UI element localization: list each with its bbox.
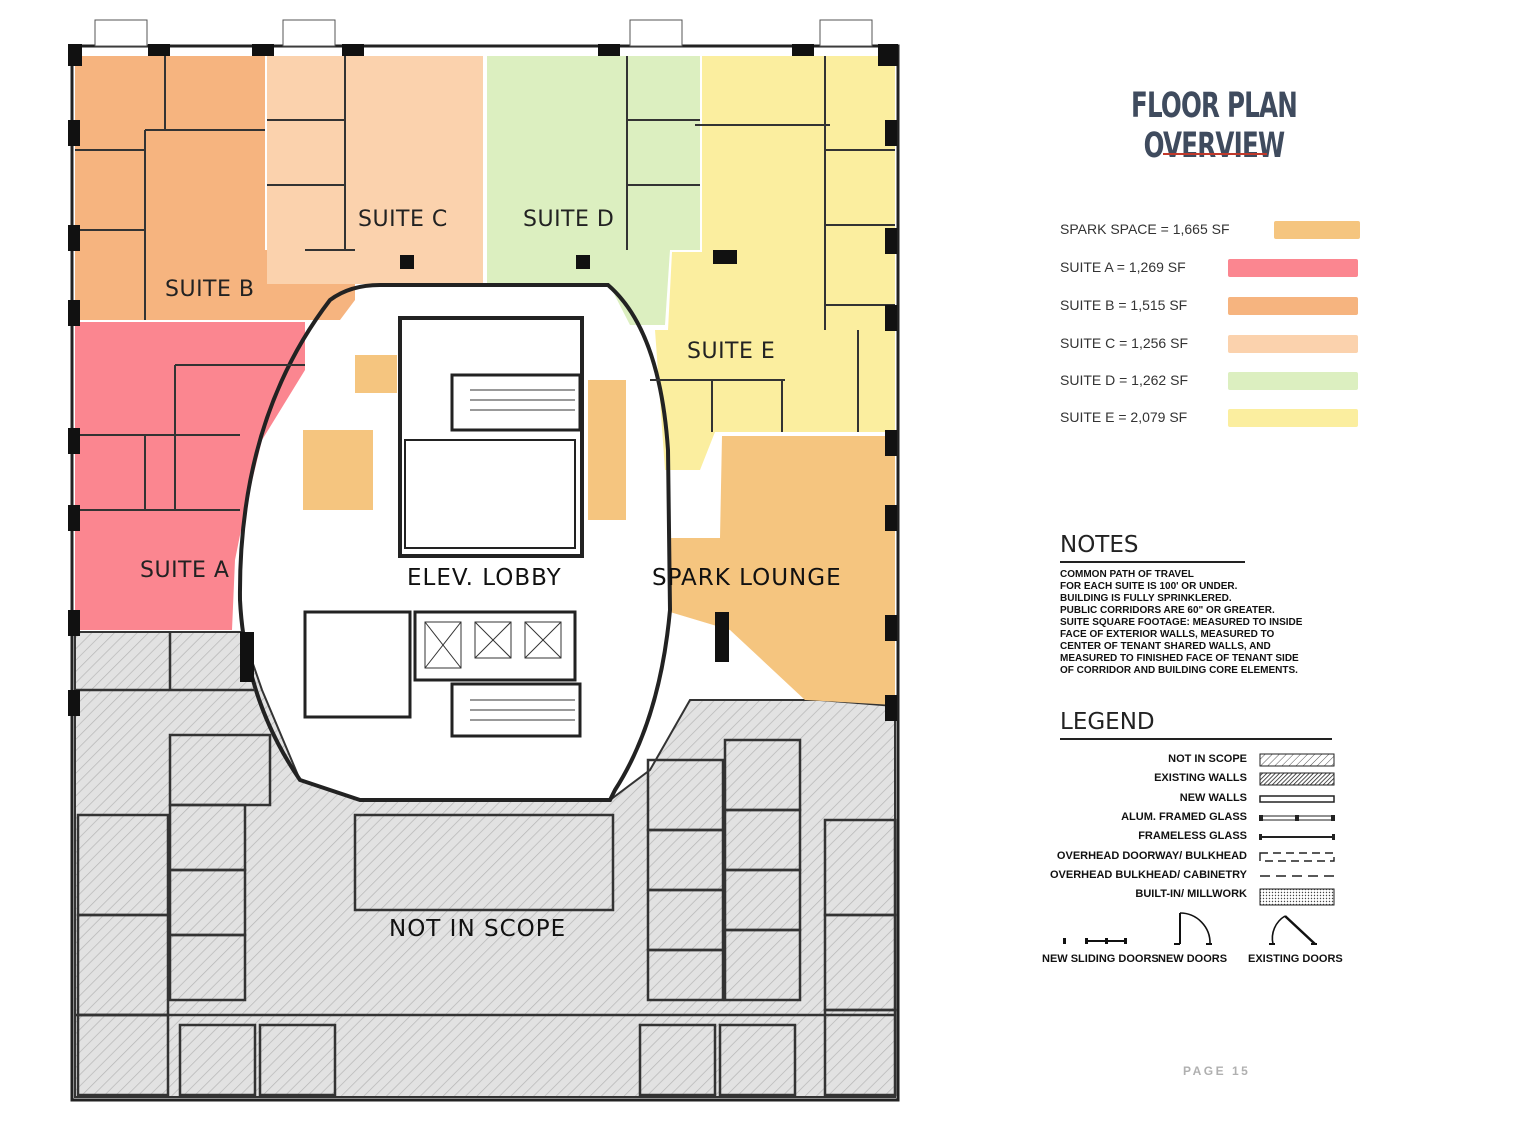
legend-heading: LEGEND	[1060, 709, 1155, 735]
area-color-swatch	[1228, 409, 1358, 427]
legend-rule	[1060, 738, 1332, 740]
label-suite-d: SUITE D	[523, 207, 614, 232]
spark-space-core-b	[303, 430, 373, 510]
notes-line: PUBLIC CORRIDORS ARE 60" OR GREATER.	[1060, 605, 1275, 616]
legend-item-not-in-scope: NOT IN SCOPE	[1060, 753, 1335, 769]
legend-item-frameless-glass: FRAMELESS GLASS	[1060, 830, 1335, 846]
restrooms	[404, 439, 576, 549]
notes-line: CENTER OF TENANT SHARED WALLS, AND	[1060, 641, 1271, 652]
legend-item-built-in: BUILT-IN/ MILLWORK	[1060, 888, 1335, 906]
page-number: PAGE 15	[1183, 1064, 1251, 1078]
framed-glass-icon	[1259, 815, 1335, 821]
area-key-label: SUITE D = 1,262 SF	[1060, 372, 1188, 388]
notes-line: MEASURED TO FINISHED FACE OF TENANT SIDE	[1060, 653, 1299, 664]
legend-label: OVERHEAD DOORWAY/ BULKHEAD	[1056, 850, 1247, 862]
area-key-label: SUITE C = 1,256 SF	[1060, 335, 1188, 351]
legend-item-new-walls: NEW WALLS	[1060, 792, 1335, 808]
floor-plan: SUITE B SUITE C SUITE D SUITE E SUITE A …	[68, 19, 900, 1102]
legend-label: NEW DOORS	[1158, 953, 1228, 965]
label-suite-b: SUITE B	[165, 277, 254, 302]
suite-e-area	[655, 56, 895, 470]
label-suite-a: SUITE A	[140, 558, 229, 583]
legend-item-framed-glass: ALUM. FRAMED GLASS	[1060, 811, 1335, 827]
hatch-light-icon	[1259, 753, 1335, 767]
notes-heading: NOTES	[1060, 532, 1139, 558]
area-key-row: SPARK SPACE = 1,665 SF	[1060, 221, 1360, 241]
notes-rule	[1060, 561, 1245, 563]
area-key-row: SUITE B = 1,515 SF	[1060, 297, 1360, 317]
new-door-icon	[1174, 912, 1212, 945]
legend-item-existing-walls: EXISTING WALLS	[1060, 772, 1335, 788]
existing-door-icon	[1269, 915, 1317, 945]
notes-line: BUILDING IS FULLY SPRINKLERED.	[1060, 593, 1232, 604]
suite-c-area	[267, 56, 483, 284]
area-key-label: SPARK SPACE = 1,665 SF	[1060, 221, 1230, 237]
legend-label: EXISTING WALLS	[1154, 772, 1247, 784]
legend-label: OVERHEAD BULKHEAD/ CABINETRY	[1050, 869, 1247, 881]
frameless-glass-icon	[1259, 834, 1335, 840]
suite-a-area	[75, 322, 305, 630]
columns	[68, 44, 898, 721]
notes-line: FACE OF EXTERIOR WALLS, MEASURED TO	[1060, 629, 1275, 640]
area-key-row: SUITE A = 1,269 SF	[1060, 259, 1360, 279]
legend-door-sliding: NEW SLIDING DOORS	[1042, 910, 1159, 965]
double-line-icon	[1259, 795, 1335, 803]
legend-label: ALUM. FRAMED GLASS	[1121, 811, 1247, 823]
spark-lounge-area	[668, 436, 895, 705]
area-color-swatch	[1228, 259, 1358, 277]
area-key-label: SUITE B = 1,515 SF	[1060, 297, 1188, 313]
legend-label: NEW SLIDING DOORS	[1042, 953, 1159, 965]
suite-d-area	[487, 56, 700, 325]
notes-line: OF CORRIDOR AND BUILDING CORE ELEMENTS.	[1060, 665, 1298, 676]
area-key-row: SUITE C = 1,256 SF	[1060, 335, 1360, 355]
legend-label: NEW WALLS	[1179, 792, 1247, 804]
title-underline	[1163, 153, 1267, 155]
area-color-swatch	[1228, 335, 1358, 353]
label-not-in-scope: NOT IN SCOPE	[389, 916, 566, 942]
area-color-swatch	[1274, 221, 1360, 239]
page-title: FLOOR PLAN OVERVIEW	[1130, 86, 1298, 166]
info-panel: FLOOR PLAN OVERVIEW SPARK SPACE = 1,665 …	[1040, 0, 1370, 1144]
dash-box-icon	[1259, 852, 1335, 862]
area-color-swatch	[1228, 372, 1358, 390]
notes-line: FOR EACH SUITE IS 100' OR UNDER.	[1060, 581, 1238, 592]
mech-room	[303, 610, 412, 719]
dashed-line-icon	[1260, 875, 1334, 877]
legend-label: FRAMELESS GLASS	[1138, 830, 1247, 842]
sliding-door-icon	[1063, 938, 1127, 944]
hatch-dark-icon	[1259, 772, 1335, 786]
label-spark-lounge: SPARK LOUNGE	[652, 565, 842, 591]
legend-label: NOT IN SCOPE	[1168, 753, 1247, 765]
stair-north	[450, 373, 582, 432]
notes-line: COMMON PATH OF TRAVEL	[1060, 569, 1194, 580]
spark-space-core-c	[588, 380, 626, 520]
legend-door-new: NEW DOORS	[1158, 910, 1228, 965]
area-key-label: SUITE E = 2,079 SF	[1060, 409, 1188, 425]
notes-line: SUITE SQUARE FOOTAGE: MEASURED TO INSIDE	[1060, 617, 1303, 628]
spark-space-core-a	[355, 355, 397, 393]
label-elev-lobby: ELEV. LOBBY	[407, 565, 562, 591]
legend-item-overhead-doorway: OVERHEAD DOORWAY/ BULKHEAD	[1056, 850, 1335, 866]
legend-item-overhead-bulkhead: OVERHEAD BULKHEAD/ CABINETRY	[1050, 869, 1335, 885]
area-key-label: SUITE A = 1,269 SF	[1060, 259, 1186, 275]
area-color-swatch	[1228, 297, 1358, 315]
area-key-row: SUITE D = 1,262 SF	[1060, 372, 1360, 392]
legend-door-existing: EXISTING DOORS	[1248, 910, 1343, 965]
corridor-ring	[237, 283, 673, 802]
dotted-box-icon	[1259, 888, 1335, 906]
legend-label: EXISTING DOORS	[1248, 953, 1343, 965]
label-suite-e: SUITE E	[687, 339, 775, 364]
legend-label: BUILT-IN/ MILLWORK	[1135, 888, 1247, 900]
label-suite-c: SUITE C	[358, 207, 448, 232]
area-key-row: SUITE E = 2,079 SF	[1060, 409, 1360, 429]
